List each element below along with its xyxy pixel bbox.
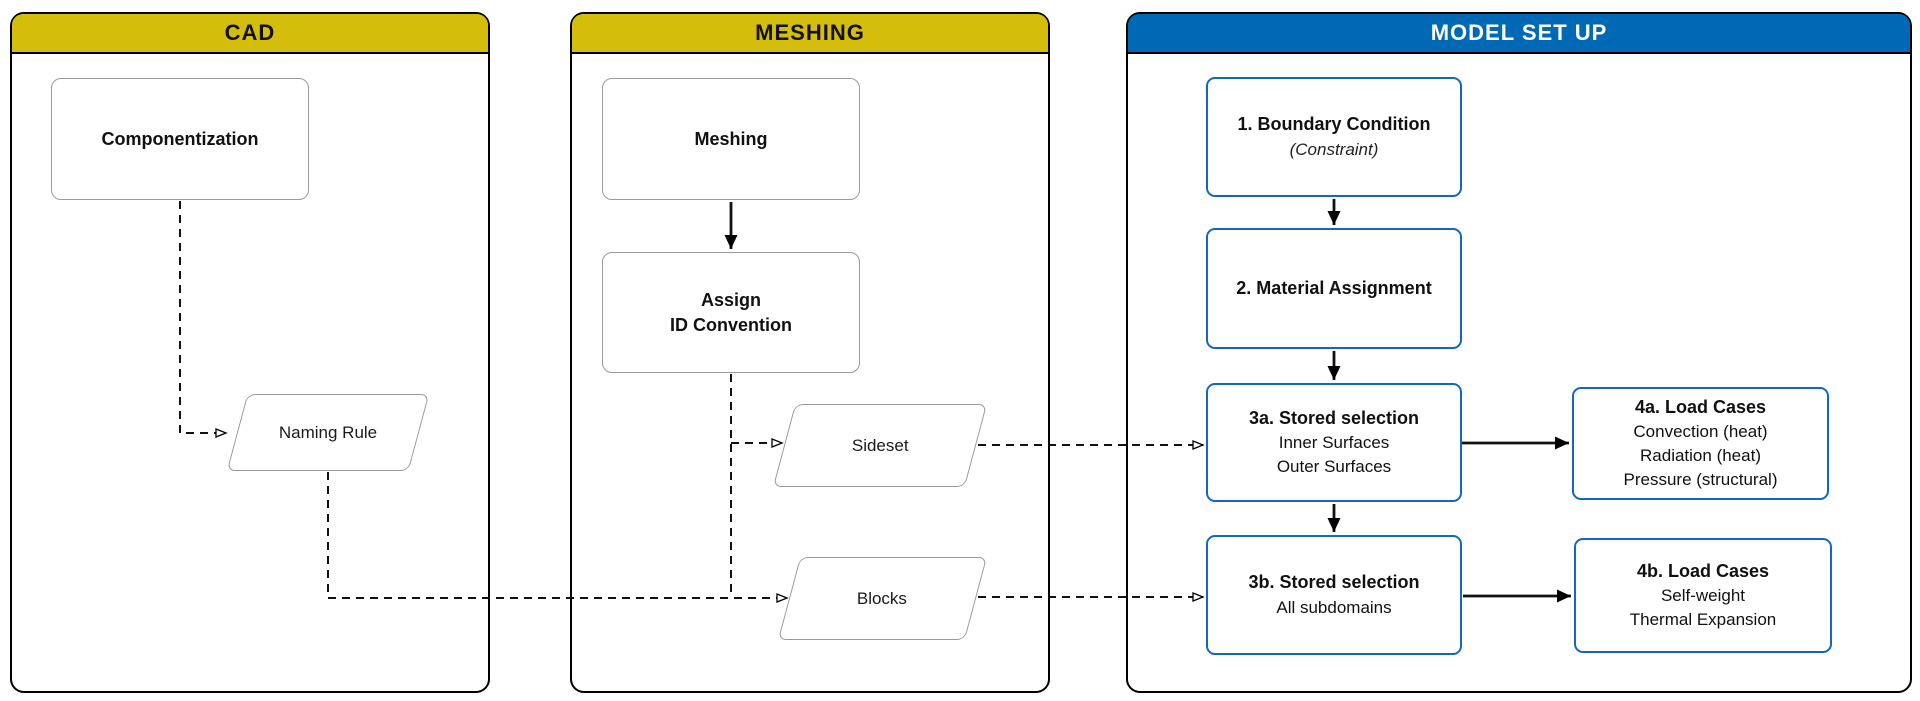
connector-componentization-to-naming-rule [179, 201, 228, 438]
node-meshing-label: Meshing [694, 128, 768, 149]
node-load-4b-line: Self-weight [1660, 586, 1746, 606]
node-boundary-condition-subtitle: (Constraint) [1289, 139, 1379, 159]
node-load-4b-line: Thermal Expansion [1629, 610, 1777, 630]
node-assign-id-convention: Assign ID Convention [602, 252, 860, 373]
panel-model-setup-title: MODEL SET UP [1430, 20, 1608, 45]
node-stored-3a-line: Inner Surfaces [1278, 433, 1390, 453]
panel-cad-title: CAD [224, 20, 276, 45]
panel-meshing-title: MESHING [755, 20, 865, 45]
panel-meshing-header: MESHING [572, 14, 1048, 54]
node-boundary-condition-title: 1. Boundary Condition [1237, 114, 1431, 135]
connector-naming-rule-to-blocks [327, 472, 789, 603]
node-load-cases-4a: 4a. Load Cases Convection (heat) Radiati… [1572, 387, 1829, 500]
node-material-assignment: 2. Material Assignment [1206, 228, 1462, 349]
node-stored-3a-line: Outer Surfaces [1276, 457, 1392, 477]
node-componentization-label: Componentization [101, 128, 259, 149]
node-stored-selection-3a: 3a. Stored selection Inner Surfaces Oute… [1206, 383, 1462, 502]
node-sideset: Sideset [772, 404, 988, 487]
panel-cad-header: CAD [12, 14, 488, 54]
node-sideset-label: Sideset [851, 435, 909, 455]
node-assign-id-line1: Assign [700, 290, 761, 311]
node-blocks-label: Blocks [857, 588, 908, 608]
node-stored-selection-3b: 3b. Stored selection All subdomains [1206, 535, 1462, 655]
panel-model-setup-header: MODEL SET UP [1128, 14, 1910, 54]
node-stored-3b-line: All subdomains [1276, 597, 1392, 617]
node-load-4a-title: 4a. Load Cases [1634, 396, 1767, 417]
node-material-assignment-title: 2. Material Assignment [1236, 277, 1432, 298]
node-load-4a-line: Radiation (heat) [1640, 446, 1761, 466]
node-componentization: Componentization [51, 78, 309, 200]
node-naming-rule-label: Naming Rule [278, 422, 378, 442]
node-naming-rule: Naming Rule [226, 394, 430, 471]
node-load-4a-line: Convection (heat) [1633, 422, 1768, 442]
node-load-4a-line: Pressure (structural) [1623, 470, 1778, 490]
node-stored-3a-title: 3a. Stored selection [1248, 407, 1420, 428]
node-meshing: Meshing [602, 78, 860, 200]
node-boundary-condition: 1. Boundary Condition (Constraint) [1206, 77, 1462, 197]
node-blocks: Blocks [777, 557, 988, 640]
node-load-4b-title: 4b. Load Cases [1636, 560, 1770, 581]
node-stored-3b-title: 3b. Stored selection [1248, 572, 1420, 593]
node-assign-id-line2: ID Convention [670, 314, 792, 335]
node-load-cases-4b: 4b. Load Cases Self-weight Thermal Expan… [1574, 538, 1832, 653]
